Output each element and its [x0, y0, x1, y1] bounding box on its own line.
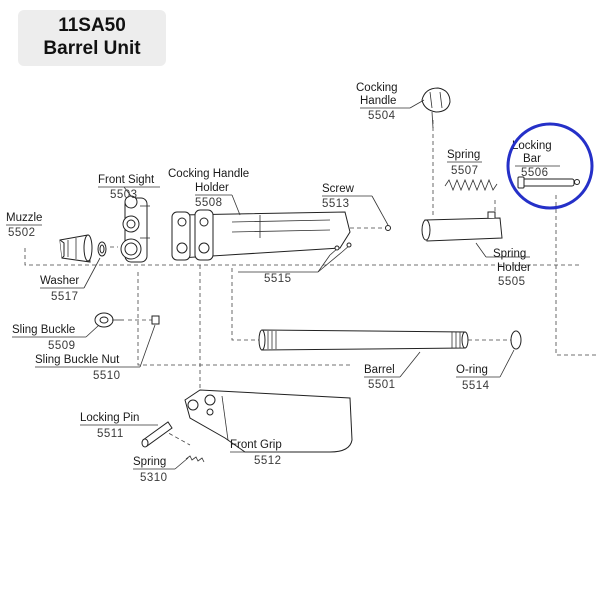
diagram-title-model: 11SA50	[58, 15, 126, 36]
barrel-label: Barrel	[364, 364, 395, 376]
spring-5310-number: 5310	[140, 472, 168, 484]
spring-5310-label: Spring	[133, 456, 166, 468]
front-sight-label: Front Sight	[98, 174, 155, 186]
screw-drawing	[385, 225, 391, 231]
oring-label: O-ring	[456, 364, 488, 376]
spring-5310-drawing	[185, 455, 205, 463]
guide-line-main-axis	[24, 248, 580, 266]
locking-pin-number: 5511	[97, 428, 124, 440]
cocking-handle-holder-label-line1: Cocking Handle	[168, 168, 249, 180]
cocking-handle-holder-number: 5508	[195, 197, 223, 209]
front-grip-label: Front Grip	[230, 439, 282, 451]
assembly-guide-lines	[24, 120, 598, 446]
spring-5507-number: 5507	[451, 165, 479, 177]
sling-buckle-number: 5509	[48, 340, 76, 352]
spring-holder-drawing	[421, 211, 503, 242]
locking-bar-number: 5506	[521, 167, 549, 179]
locking-pin-label: Locking Pin	[80, 412, 139, 424]
barrel-number: 5501	[368, 379, 396, 391]
muzzle-number: 5502	[8, 227, 36, 239]
front-sight-number: 5503	[110, 189, 138, 201]
washer-label: Washer	[40, 275, 79, 287]
screw-label: Screw	[322, 183, 355, 195]
sling-buckle-nut-number: 5510	[93, 370, 121, 382]
front-sight-drawing	[120, 195, 150, 263]
locking-pin-drawing	[141, 421, 173, 448]
oring-drawing	[510, 330, 522, 350]
front-grip-number: 5512	[254, 455, 282, 467]
barrel-drawing	[258, 329, 469, 351]
cocking-handle-label-line2: Handle	[360, 95, 396, 107]
title-box: 11SA50 Barrel Unit	[18, 10, 166, 66]
spring-5507-label: Spring	[447, 149, 480, 161]
locking-bar-label-line2: Bar	[523, 153, 541, 165]
cocking-handle-holder-drawing	[171, 209, 351, 261]
spring-holder-label-line2: Holder	[497, 262, 531, 274]
cocking-handle-number: 5504	[368, 110, 396, 122]
sling-buckle-nut-label: Sling Buckle Nut	[35, 354, 120, 366]
sling-buckle-nut-drawing	[151, 315, 160, 325]
part-5515-drawing	[329, 242, 352, 256]
spring-holder-label-line1: Spring	[493, 248, 526, 260]
washer-number: 5517	[51, 291, 79, 303]
guide-line-locking-bar	[555, 195, 598, 356]
cocking-handle-label-line1: Cocking	[356, 82, 398, 94]
guide-line-barrel	[231, 268, 262, 341]
screw-number: 5513	[322, 198, 350, 210]
locking-bar-highlight-circle	[506, 122, 594, 210]
diagram-title-unit: Barrel Unit	[43, 38, 141, 59]
part-5515-number: 5515	[264, 273, 292, 285]
sling-buckle-label: Sling Buckle	[12, 324, 75, 336]
cocking-handle-holder-label-line2: Holder	[195, 182, 229, 194]
muzzle-label: Muzzle	[6, 212, 42, 224]
front-grip-drawing	[184, 389, 353, 453]
muzzle-drawing	[59, 234, 93, 263]
guide-line-sight-down	[137, 272, 350, 366]
locking-bar-drawing	[517, 176, 580, 189]
guide-line-locking-pin	[162, 429, 191, 446]
cocking-handle-drawing	[421, 87, 451, 129]
oring-number: 5514	[462, 380, 490, 392]
spring-holder-number: 5505	[498, 276, 526, 288]
locking-bar-label-line1: Locking	[512, 140, 552, 152]
spring-5507-drawing	[444, 178, 498, 192]
sling-buckle-drawing	[94, 312, 124, 328]
